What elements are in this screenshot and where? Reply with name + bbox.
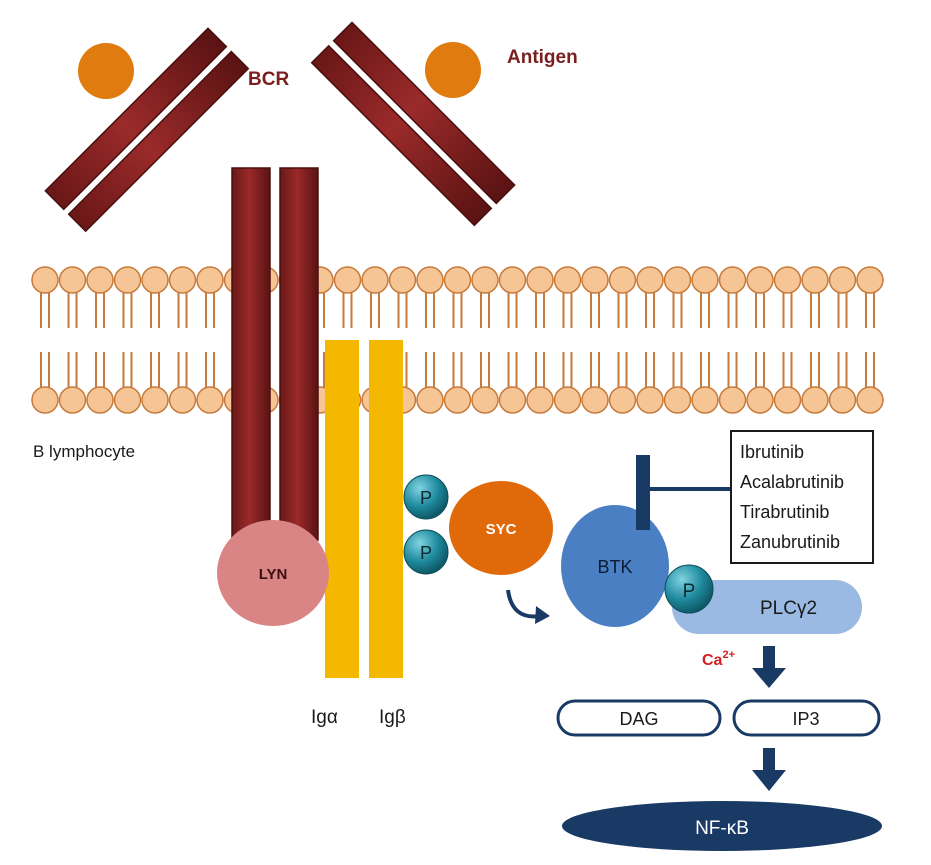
arrow-down-icon bbox=[752, 646, 786, 688]
inhibitor-list-box bbox=[730, 430, 874, 564]
bcr-right-stem bbox=[279, 167, 319, 541]
lipid-molecule bbox=[828, 266, 857, 414]
lipid-molecule bbox=[856, 266, 884, 414]
curved-arrow-icon bbox=[506, 589, 550, 624]
lipid-molecule bbox=[691, 266, 719, 414]
antigen-label: Antigen bbox=[507, 47, 578, 68]
phosphate-syc-2 bbox=[403, 529, 449, 575]
bcr-left-light-arm bbox=[67, 50, 250, 233]
lipid-molecule bbox=[443, 266, 472, 414]
antigen-right bbox=[425, 42, 481, 98]
phosphate-syc-1-label: P bbox=[420, 488, 432, 508]
ip3-label: IP3 bbox=[792, 709, 819, 729]
lipid-molecule bbox=[581, 266, 609, 414]
inhibitor-item: Acalabrutinib bbox=[740, 472, 844, 492]
lipid-molecule bbox=[773, 266, 802, 414]
lyn-label: LYN bbox=[259, 566, 288, 583]
btk-label: BTK bbox=[597, 557, 632, 577]
ig-beta-chain bbox=[369, 340, 403, 678]
lipid-molecule bbox=[86, 266, 114, 414]
phosphate-btk bbox=[664, 564, 714, 614]
dag-node bbox=[556, 699, 722, 737]
dag-label: DAG bbox=[619, 709, 658, 729]
syc-kinase bbox=[449, 481, 553, 575]
cell-membrane bbox=[31, 266, 884, 414]
arrow-down-icon bbox=[752, 748, 786, 791]
bcr-receptor bbox=[44, 21, 516, 541]
inhibitor-item: Ibrutinib bbox=[740, 442, 804, 462]
cell-label: B lymphocyte bbox=[33, 442, 135, 461]
lipid-molecule bbox=[636, 266, 664, 414]
bcr-left-heavy-arm bbox=[44, 27, 228, 211]
ig-alpha-chain bbox=[325, 340, 359, 678]
phosphate-btk-label: P bbox=[683, 581, 696, 602]
inhibitor-item: Tirabrutinib bbox=[740, 502, 829, 522]
plcg2-enzyme bbox=[672, 580, 862, 634]
lipid-molecule bbox=[31, 266, 59, 414]
lipid-molecule bbox=[58, 266, 87, 414]
calcium-label: Ca2+ bbox=[702, 649, 735, 669]
bcr-left-stem bbox=[231, 167, 271, 541]
lipid-molecule bbox=[608, 266, 637, 414]
lipid-molecule bbox=[416, 266, 444, 414]
syc-label: SYC bbox=[486, 521, 517, 538]
ip3-node bbox=[732, 699, 881, 737]
lipid-molecule bbox=[553, 266, 582, 414]
bcr-label: BCR bbox=[248, 69, 289, 90]
lipid-molecule bbox=[113, 266, 142, 414]
lipid-molecule bbox=[196, 266, 224, 414]
bcr-right-light-arm bbox=[310, 44, 493, 227]
antigen-left bbox=[78, 43, 134, 99]
plcg2-label: PLCγ2 bbox=[760, 598, 817, 619]
ig-beta-label: Igβ bbox=[379, 707, 406, 728]
lipid-molecule bbox=[141, 266, 169, 414]
lipid-molecule bbox=[471, 266, 499, 414]
nfkb-node bbox=[562, 801, 882, 851]
lipid-molecule bbox=[801, 266, 829, 414]
phosphate-syc-1 bbox=[403, 474, 449, 520]
btk-kinase bbox=[561, 505, 669, 627]
inhibition-bar-icon bbox=[636, 455, 731, 530]
lipid-molecule bbox=[718, 266, 747, 414]
lyn-kinase bbox=[217, 520, 329, 626]
lipid-molecule bbox=[526, 266, 554, 414]
bcr-right-heavy-arm bbox=[332, 21, 516, 205]
lipid-molecule bbox=[663, 266, 692, 414]
ig-alpha-label: Igα bbox=[311, 707, 338, 728]
phosphate-syc-2-label: P bbox=[420, 543, 432, 563]
lipid-molecule bbox=[746, 266, 774, 414]
lipid-molecule bbox=[168, 266, 197, 414]
lipid-molecule bbox=[498, 266, 527, 414]
nfkb-label: NF-κB bbox=[695, 818, 749, 839]
inhibitor-item: Zanubrutinib bbox=[740, 532, 840, 552]
inhibitor-list: IbrutinibAcalabrutinibTirabrutinibZanubr… bbox=[740, 442, 844, 552]
